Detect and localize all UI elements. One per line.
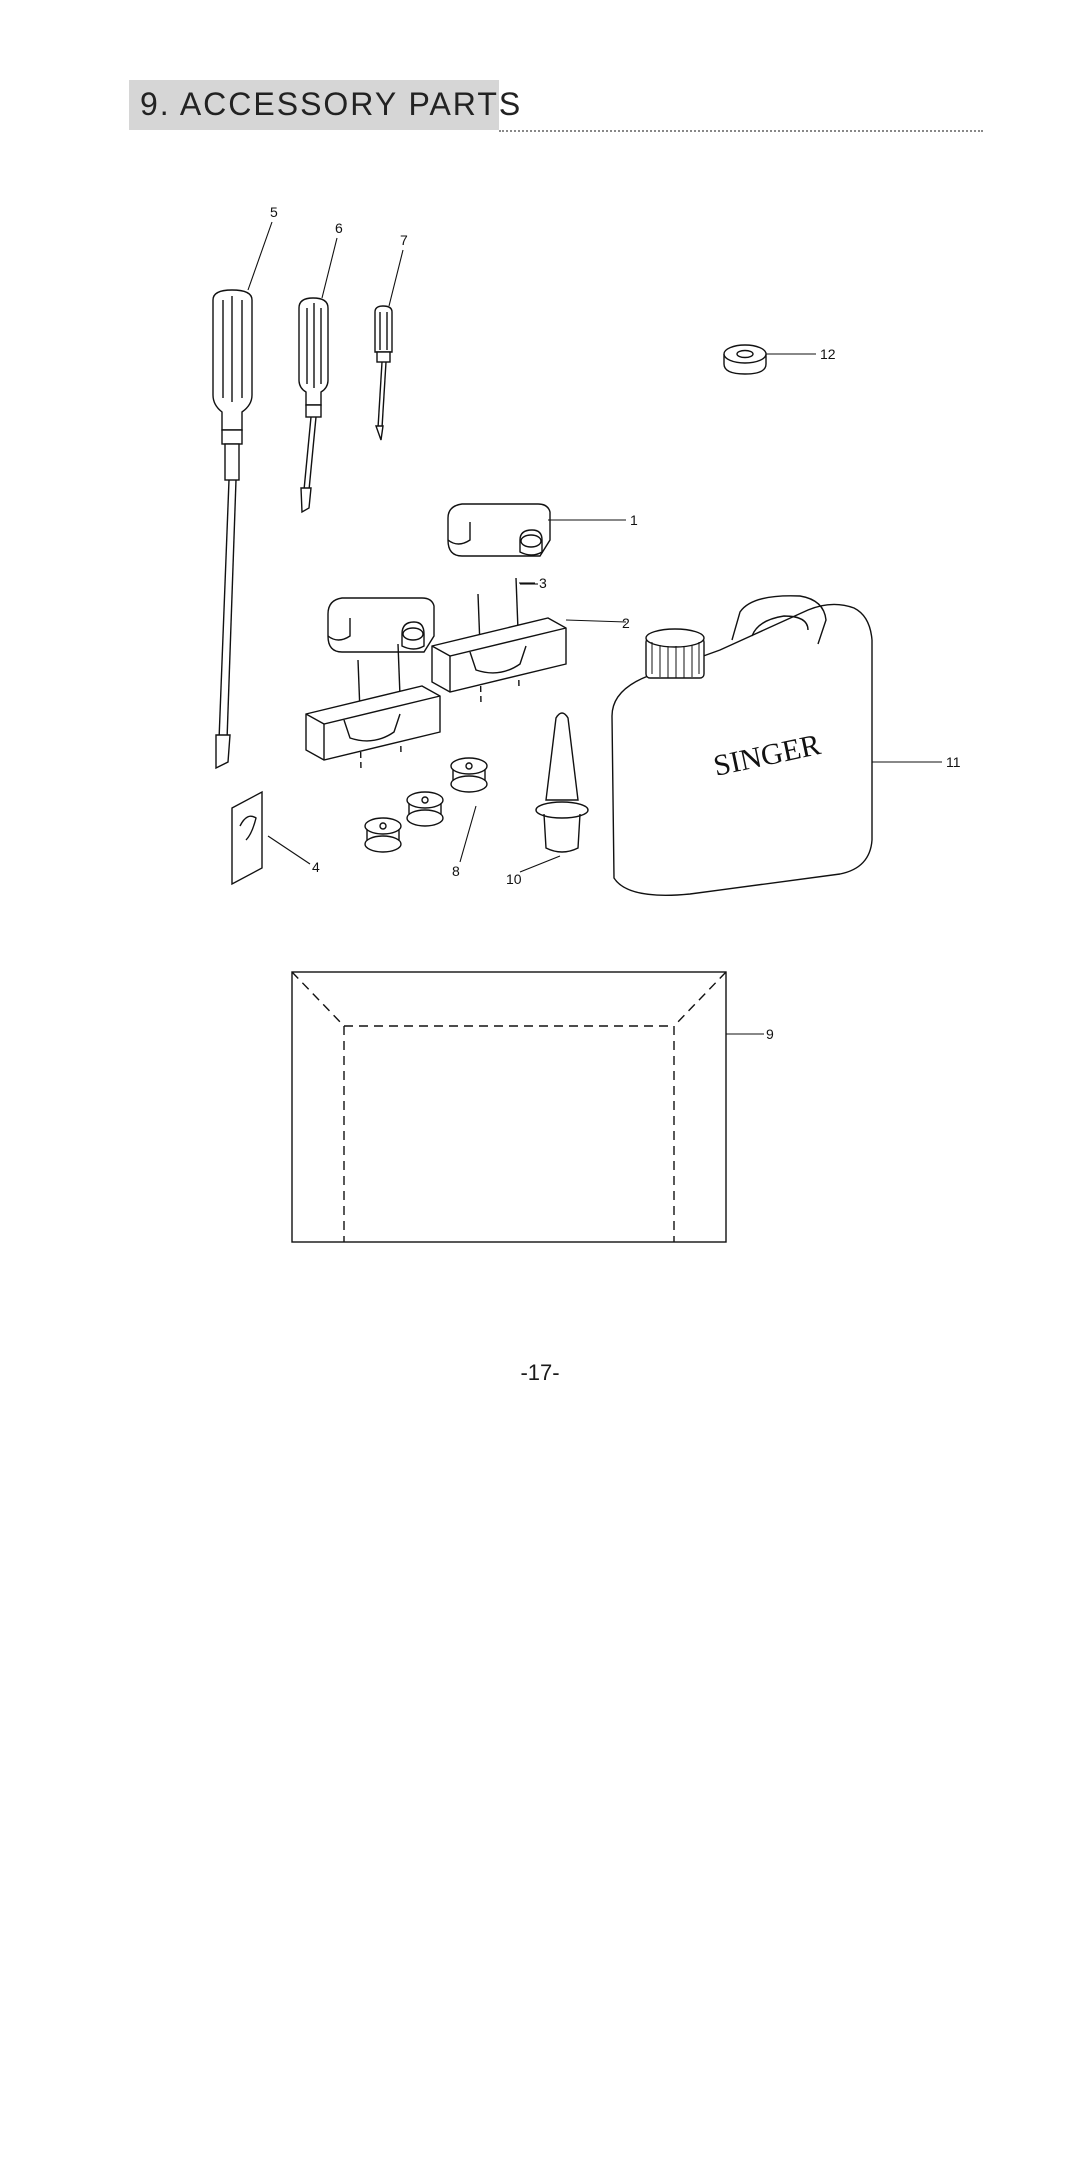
callout-7: 7 xyxy=(400,232,408,248)
callout-8: 8 xyxy=(452,863,460,879)
callout-1: 1 xyxy=(630,512,638,528)
leader-lines xyxy=(247,221,942,1035)
callout-9: 9 xyxy=(766,1026,774,1042)
spool-base-front xyxy=(305,685,441,761)
bobbins xyxy=(364,757,488,853)
section-header-background xyxy=(129,80,499,130)
screwdriver-large xyxy=(212,289,253,770)
callout-11: 11 xyxy=(946,754,961,770)
spool-cone xyxy=(535,712,589,853)
bobbin xyxy=(450,757,488,793)
needle-packet xyxy=(231,790,263,886)
accessory-parts-diagram: SINGER 1 2 3 4 5 6 7 8 9 10 11 12 xyxy=(212,204,961,1243)
header-rule xyxy=(499,130,983,132)
callout-3: 3 xyxy=(539,575,547,591)
screwdriver-medium xyxy=(298,297,329,514)
spool-cap-rear xyxy=(447,503,551,557)
dust-cover xyxy=(291,971,727,1243)
page-number: -17- xyxy=(520,1360,560,1385)
screwdriver-small xyxy=(374,305,393,441)
callout-12: 12 xyxy=(820,346,836,362)
callout-10: 10 xyxy=(506,871,522,887)
rubber-washer xyxy=(723,344,767,375)
bobbin xyxy=(364,817,402,853)
bobbin xyxy=(406,791,444,827)
section-title: 9. ACCESSORY PARTS xyxy=(140,86,523,122)
callout-2: 2 xyxy=(622,615,630,631)
spool-cap-front xyxy=(327,597,435,653)
spool-base-rear xyxy=(431,617,567,693)
callout-5: 5 xyxy=(270,204,278,220)
oil-can xyxy=(611,595,873,896)
callout-4: 4 xyxy=(312,859,320,875)
callout-6: 6 xyxy=(335,220,343,236)
